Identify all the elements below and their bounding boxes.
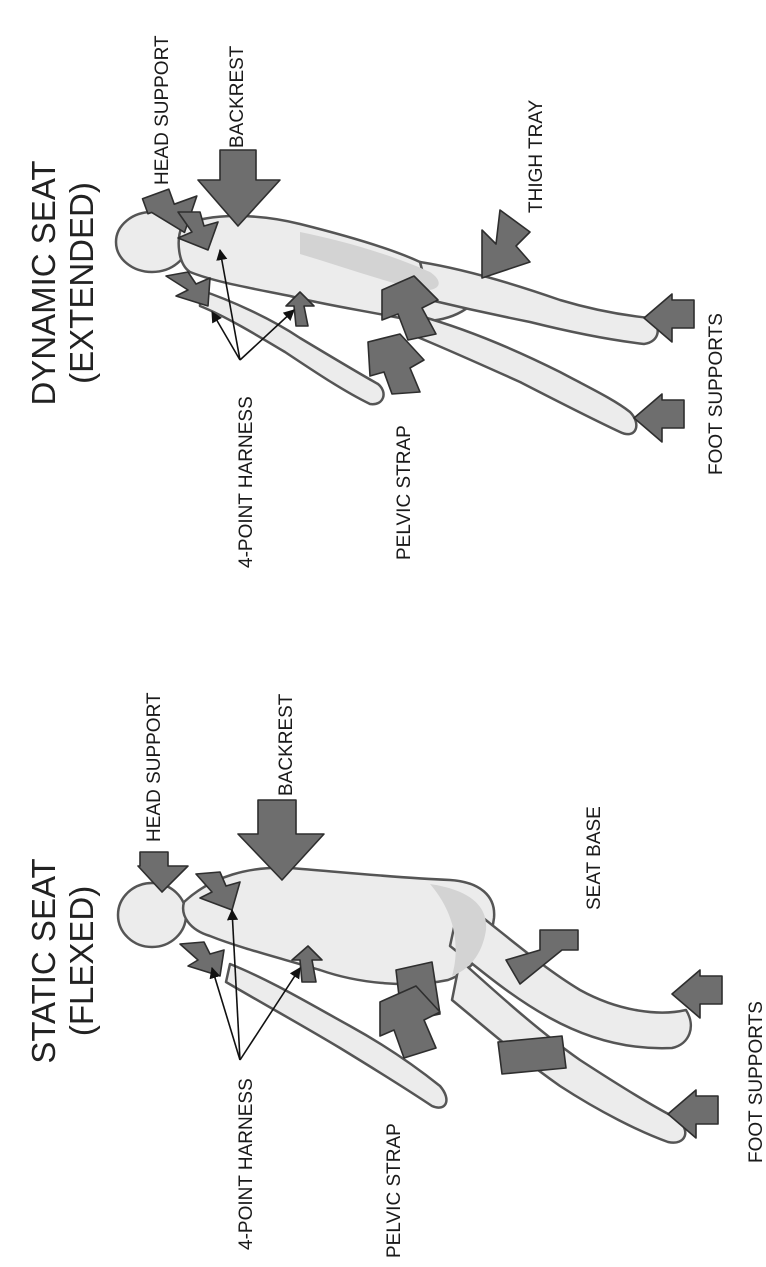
static-label-head-support: HEAD SUPPORT bbox=[144, 692, 165, 842]
static-label-backrest: BACKREST bbox=[276, 693, 297, 796]
dynamic-label-foot-supports: FOOT SUPPORTS bbox=[706, 313, 727, 475]
dynamic-arrows bbox=[142, 150, 694, 442]
static-head bbox=[118, 883, 186, 947]
static-harness-arrow-lower bbox=[180, 942, 224, 976]
dynamic-label-pelvic-strap: PELVIC STRAP bbox=[394, 425, 415, 560]
static-title-line2: (FLEXED) bbox=[63, 886, 100, 1036]
dynamic-label-head-support: HEAD SUPPORT bbox=[152, 35, 173, 185]
dynamic-title-line2: (EXTENDED) bbox=[63, 182, 100, 384]
dynamic-foot-arrow-2 bbox=[634, 394, 684, 442]
static-label-foot-supports: FOOT SUPPORTS bbox=[746, 1001, 766, 1163]
dynamic-label-backrest: BACKREST bbox=[227, 45, 248, 148]
static-label-seat-base: SEAT BASE bbox=[584, 806, 605, 910]
dynamic-label-four-point-harness: 4-POINT HARNESS bbox=[236, 396, 257, 568]
static-label-pelvic-strap: PELVIC STRAP bbox=[384, 1123, 405, 1258]
dynamic-thigh-tray-arrow bbox=[482, 210, 530, 278]
dynamic-backrest-arrow bbox=[198, 150, 280, 226]
static-title-line1: STATIC SEAT bbox=[25, 858, 62, 1063]
dynamic-title-line1: DYNAMIC SEAT bbox=[25, 160, 62, 405]
static-block-lower bbox=[498, 1036, 566, 1074]
static-label-four-point-harness: 4-POINT HARNESS bbox=[236, 1078, 257, 1250]
dynamic-label-thigh-tray: THIGH TRAY bbox=[526, 99, 547, 213]
static-backrest-arrow bbox=[238, 800, 324, 880]
